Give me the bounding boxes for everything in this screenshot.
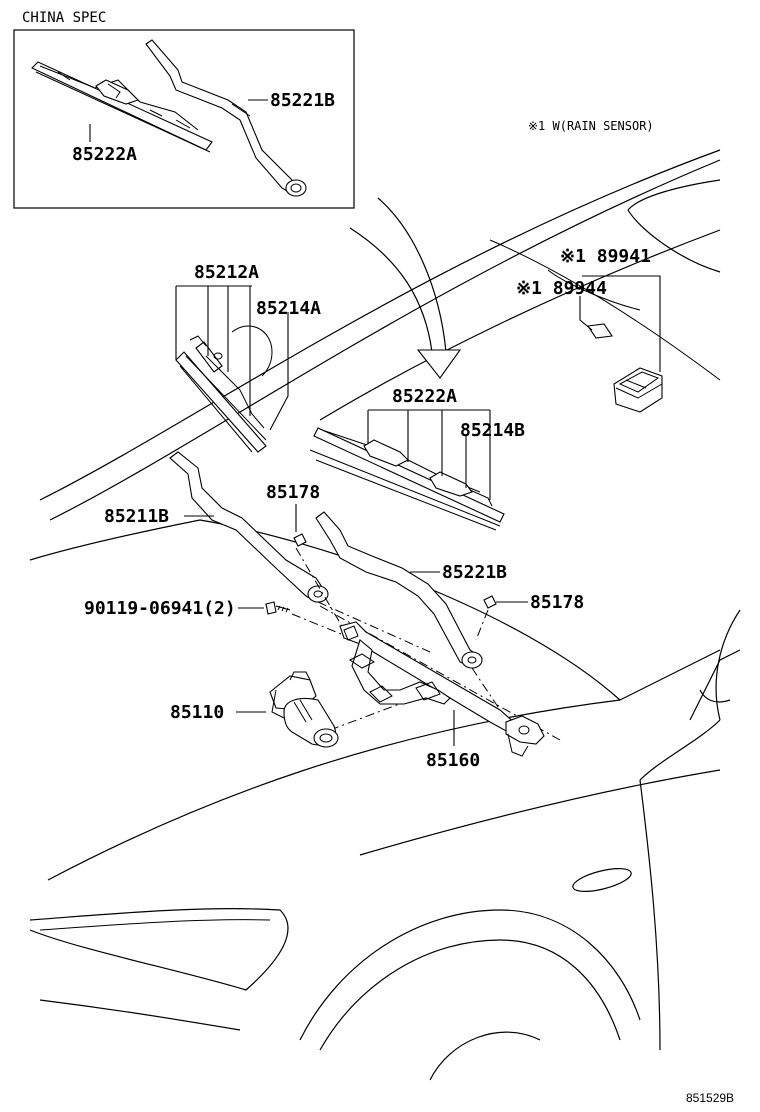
wiper-motor — [269, 671, 339, 748]
vehicle-body-outline — [29, 149, 741, 1081]
right-wiper-arm — [315, 511, 483, 669]
inset-wiper-arm — [145, 39, 307, 197]
sensor-pad — [587, 323, 613, 339]
sensor-leader-89944 — [579, 296, 593, 331]
cap-85178-right — [483, 595, 528, 609]
label-85211B: 85211B — [104, 506, 169, 527]
label-89941: ※1 89941 — [560, 246, 651, 267]
inset-title: CHINA SPEC — [22, 10, 106, 26]
direction-arrow — [349, 197, 462, 379]
assembly-reference-lines — [291, 547, 561, 741]
right-blade-leaders — [367, 409, 491, 500]
left-blade-leaders — [175, 285, 289, 431]
diagram-code: 851529B — [686, 1091, 734, 1105]
cap-85178-left — [293, 504, 307, 547]
label-85178-right: 85178 — [530, 592, 584, 613]
rain-sensor-module — [613, 367, 663, 413]
label-85212A: 85212A — [194, 262, 259, 283]
label-85214B: 85214B — [460, 420, 525, 441]
side-marker-lamp — [572, 868, 632, 892]
china-spec-inset: CHINA SPEC 85222A 85221B — [13, 10, 355, 209]
label-85160: 85160 — [426, 750, 480, 771]
label-89944: ※1 89944 — [516, 278, 607, 299]
label-90119-06941: 90119-06941(2) — [84, 598, 236, 619]
bolt-90119 — [238, 601, 291, 615]
right-wiper-blade — [309, 427, 505, 531]
wiper-link-assy — [339, 621, 545, 757]
inset-frame — [13, 29, 355, 209]
label-right-85221B: 85221B — [442, 562, 507, 583]
left-wiper-arm — [169, 451, 329, 603]
label-85110: 85110 — [170, 702, 224, 723]
rain-sensor-note: ※1 W(RAIN SENSOR) — [528, 119, 654, 133]
inset-arm-label: 85221B — [270, 90, 335, 111]
sensor-leader-89941 — [582, 275, 661, 372]
rain-sensor-group: ※1 89941 ※1 89944 — [516, 246, 663, 413]
inset-wiper-blade — [31, 61, 213, 153]
label-85178-left: 85178 — [266, 482, 320, 503]
label-right-85222A: 85222A — [392, 386, 457, 407]
left-wiper-blade — [175, 325, 273, 453]
inset-blade-label: 85222A — [72, 144, 137, 165]
label-85214A: 85214A — [256, 298, 321, 319]
